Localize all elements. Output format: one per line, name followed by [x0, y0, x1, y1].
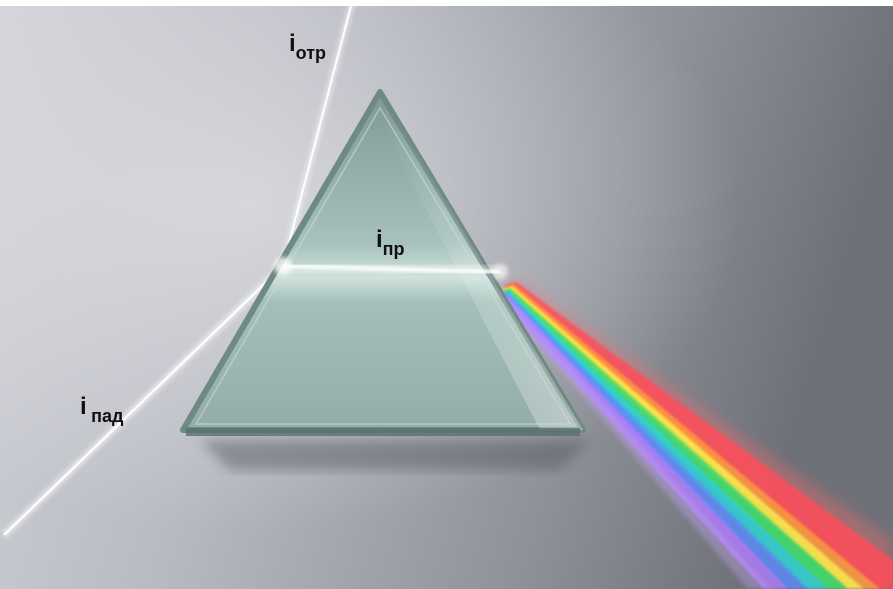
incident-beam — [1, 263, 286, 538]
refracted-angle-subscript: пр — [382, 239, 405, 259]
prism-right-face — [380, 92, 583, 430]
refracted-angle-symbol: i — [376, 226, 383, 253]
prism-base — [186, 428, 580, 436]
incident-angle-symbol: i — [80, 393, 87, 420]
exit-glow — [492, 264, 508, 280]
refracted-angle-label: iпр — [376, 226, 405, 259]
spectrum-fan — [498, 280, 893, 589]
reflected-angle-symbol: i — [289, 30, 296, 57]
reflected-angle-label: iотр — [289, 30, 326, 63]
incident-angle-label: i пад — [80, 393, 123, 426]
prism-shadow — [200, 440, 590, 470]
incident-angle-subscript: пад — [91, 406, 124, 426]
reflected-angle-subscript: отр — [295, 43, 327, 63]
top-border-strip — [0, 0, 893, 6]
refracted-beam — [282, 259, 501, 279]
entry-glow — [274, 257, 292, 275]
reflected-beam — [280, 1, 355, 267]
